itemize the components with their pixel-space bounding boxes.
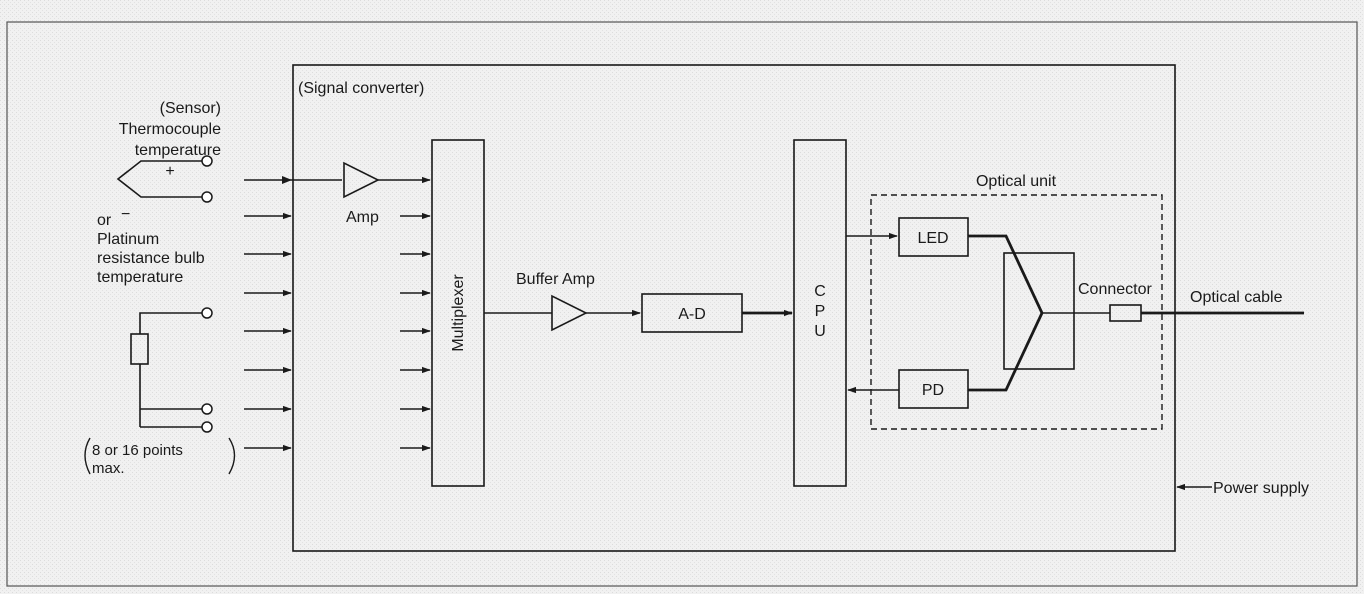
buffer-amp-label: Buffer Amp <box>516 271 595 288</box>
thermocouple-label-2: temperature <box>135 142 221 159</box>
plus-sign: + <box>165 163 174 180</box>
connector-label: Connector <box>1078 281 1152 298</box>
amp-label: Amp <box>346 209 379 226</box>
led-fiber-path <box>968 234 1044 314</box>
cpu-label-p: P <box>815 303 826 320</box>
thermocouple-symbol <box>116 160 202 198</box>
points-label-2: max. <box>92 460 125 477</box>
power-supply-label: Power supply <box>1213 480 1309 497</box>
optical-cable-label: Optical cable <box>1190 289 1283 306</box>
cpu-label-c: C <box>814 283 826 300</box>
input-arrow-head <box>282 176 292 184</box>
buffer-amp-triangle-icon <box>551 294 588 332</box>
outer-frame <box>6 21 1358 587</box>
resistance-terminal-bottom <box>201 421 213 433</box>
pd-fiber-path <box>968 312 1044 392</box>
points-bracket-left <box>84 437 91 475</box>
pd-label: PD <box>922 382 944 399</box>
thermocouple-terminal-plus <box>201 155 213 167</box>
or-label: or <box>97 212 112 229</box>
signal-converter-box <box>292 64 1176 552</box>
input-lines <box>244 176 342 452</box>
optical-unit-box <box>870 194 1163 430</box>
multiplexer-label: Multiplexer <box>450 274 467 352</box>
resistance-wire-top <box>139 312 202 334</box>
sensor-title: (Sensor) <box>160 100 221 117</box>
mux-input-arrows <box>400 212 431 452</box>
amp-triangle-icon <box>343 161 380 199</box>
thermocouple-label-1: Thermocouple <box>119 121 221 138</box>
platinum-label-2: resistance bulb <box>97 250 205 267</box>
cpu-box <box>793 139 847 487</box>
sensor-group: (Sensor) Thermocouple temperature + − or… <box>84 100 236 477</box>
thermocouple-terminal-minus <box>201 191 213 203</box>
points-label-1: 8 or 16 points <box>92 442 183 459</box>
cpu-label-u: U <box>814 323 826 340</box>
points-bracket-right <box>228 437 236 475</box>
platinum-label-3: temperature <box>97 269 183 286</box>
optical-coupler-box <box>1003 252 1075 370</box>
led-label: LED <box>917 230 948 247</box>
minus-sign: − <box>121 206 130 223</box>
adc-label: A-D <box>678 306 706 323</box>
optical-unit-title: Optical unit <box>976 173 1057 190</box>
platinum-label-1: Platinum <box>97 231 159 248</box>
signal-converter-title: (Signal converter) <box>298 80 424 97</box>
resistance-terminal-mid <box>201 403 213 415</box>
resistance-terminal-top <box>201 307 213 319</box>
